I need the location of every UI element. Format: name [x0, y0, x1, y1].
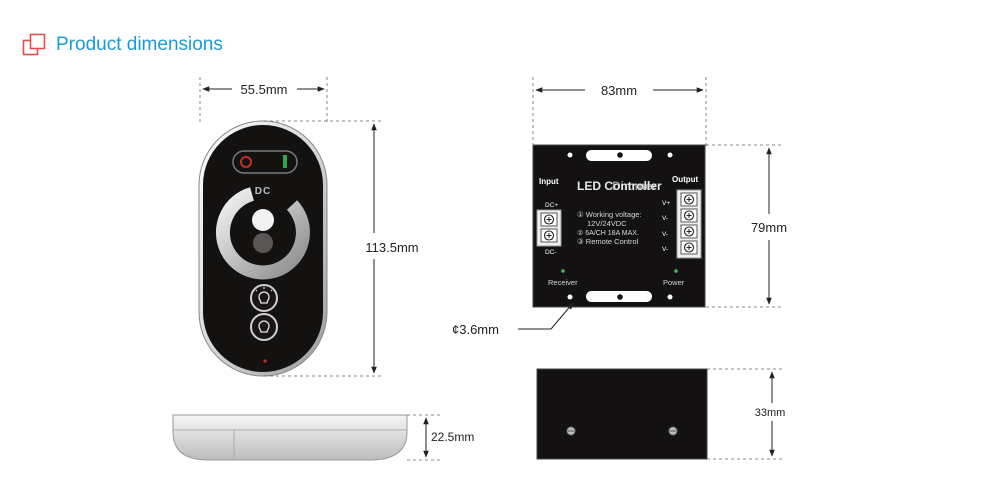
remote-width-label: 55.5mm	[241, 82, 288, 97]
power-switch	[232, 150, 298, 174]
output-terminal-4: V-	[662, 246, 668, 253]
remote-side-view: 22.5mm	[172, 414, 474, 461]
controller-width-label: 83mm	[601, 83, 637, 98]
controller-depth-label: 33mm	[755, 407, 786, 419]
output-label: Output	[672, 175, 699, 184]
input-terminal-positive: DC+	[545, 202, 558, 209]
power-label: Power	[663, 278, 685, 287]
output-terminal-3: V-	[662, 231, 668, 238]
remote-width-dimension: 55.5mm	[199, 77, 328, 124]
remote-thickness-label: 22.5mm	[431, 430, 474, 444]
power-led-icon	[674, 269, 678, 273]
remote-height-dimension: 113.5mm	[264, 120, 419, 377]
remote-brand-label: DC	[255, 186, 271, 197]
hole-diameter-label: ¢3.6mm	[452, 322, 499, 337]
spec-line-4: ③ Remote Control	[577, 237, 639, 246]
off-indicator-icon	[240, 156, 252, 168]
section-title: Product dimensions	[56, 34, 223, 55]
controller-body	[532, 144, 706, 308]
touch-center-top	[252, 209, 274, 231]
output-terminal-2: V-	[662, 215, 668, 222]
output-terminal-1: V+	[662, 200, 670, 207]
hole-diameter-callout: ¢3.6mm	[452, 302, 574, 337]
controller-side-view: 33mm	[536, 368, 786, 460]
controller-title: LED Controller	[577, 179, 662, 193]
spec-line-3: ② 6A/CH 18A MAX.	[577, 229, 639, 237]
touch-ring	[215, 187, 310, 280]
status-led-icon	[263, 359, 267, 363]
input-label: Input	[539, 177, 559, 186]
input-terminal-negative: DC-	[545, 249, 557, 256]
remote-front-view: DC	[198, 120, 328, 377]
controller-height-dimension: 79mm	[706, 144, 787, 308]
controller-top-view: Input Output LED Controller Dimmer DC+ D…	[532, 144, 706, 308]
spec-line-2: 12V/24VDC	[587, 219, 627, 228]
touch-center-bottom	[253, 233, 273, 253]
controller-height-label: 79mm	[751, 220, 787, 235]
receiver-led-icon	[561, 269, 565, 273]
section-heading: Product dimensions	[22, 33, 223, 57]
controller-width-dimension: 83mm	[532, 77, 707, 148]
bright-button-icon	[250, 284, 278, 312]
on-indicator-icon	[283, 155, 287, 168]
overlapping-squares-icon	[22, 33, 46, 56]
remote-height-label: 113.5mm	[365, 240, 418, 255]
spec-line-1: ① Working voltage:	[577, 210, 642, 219]
receiver-label: Receiver	[548, 278, 578, 287]
dim-button-icon	[250, 313, 278, 341]
controller-title-overlap: Dimmer	[612, 179, 657, 193]
